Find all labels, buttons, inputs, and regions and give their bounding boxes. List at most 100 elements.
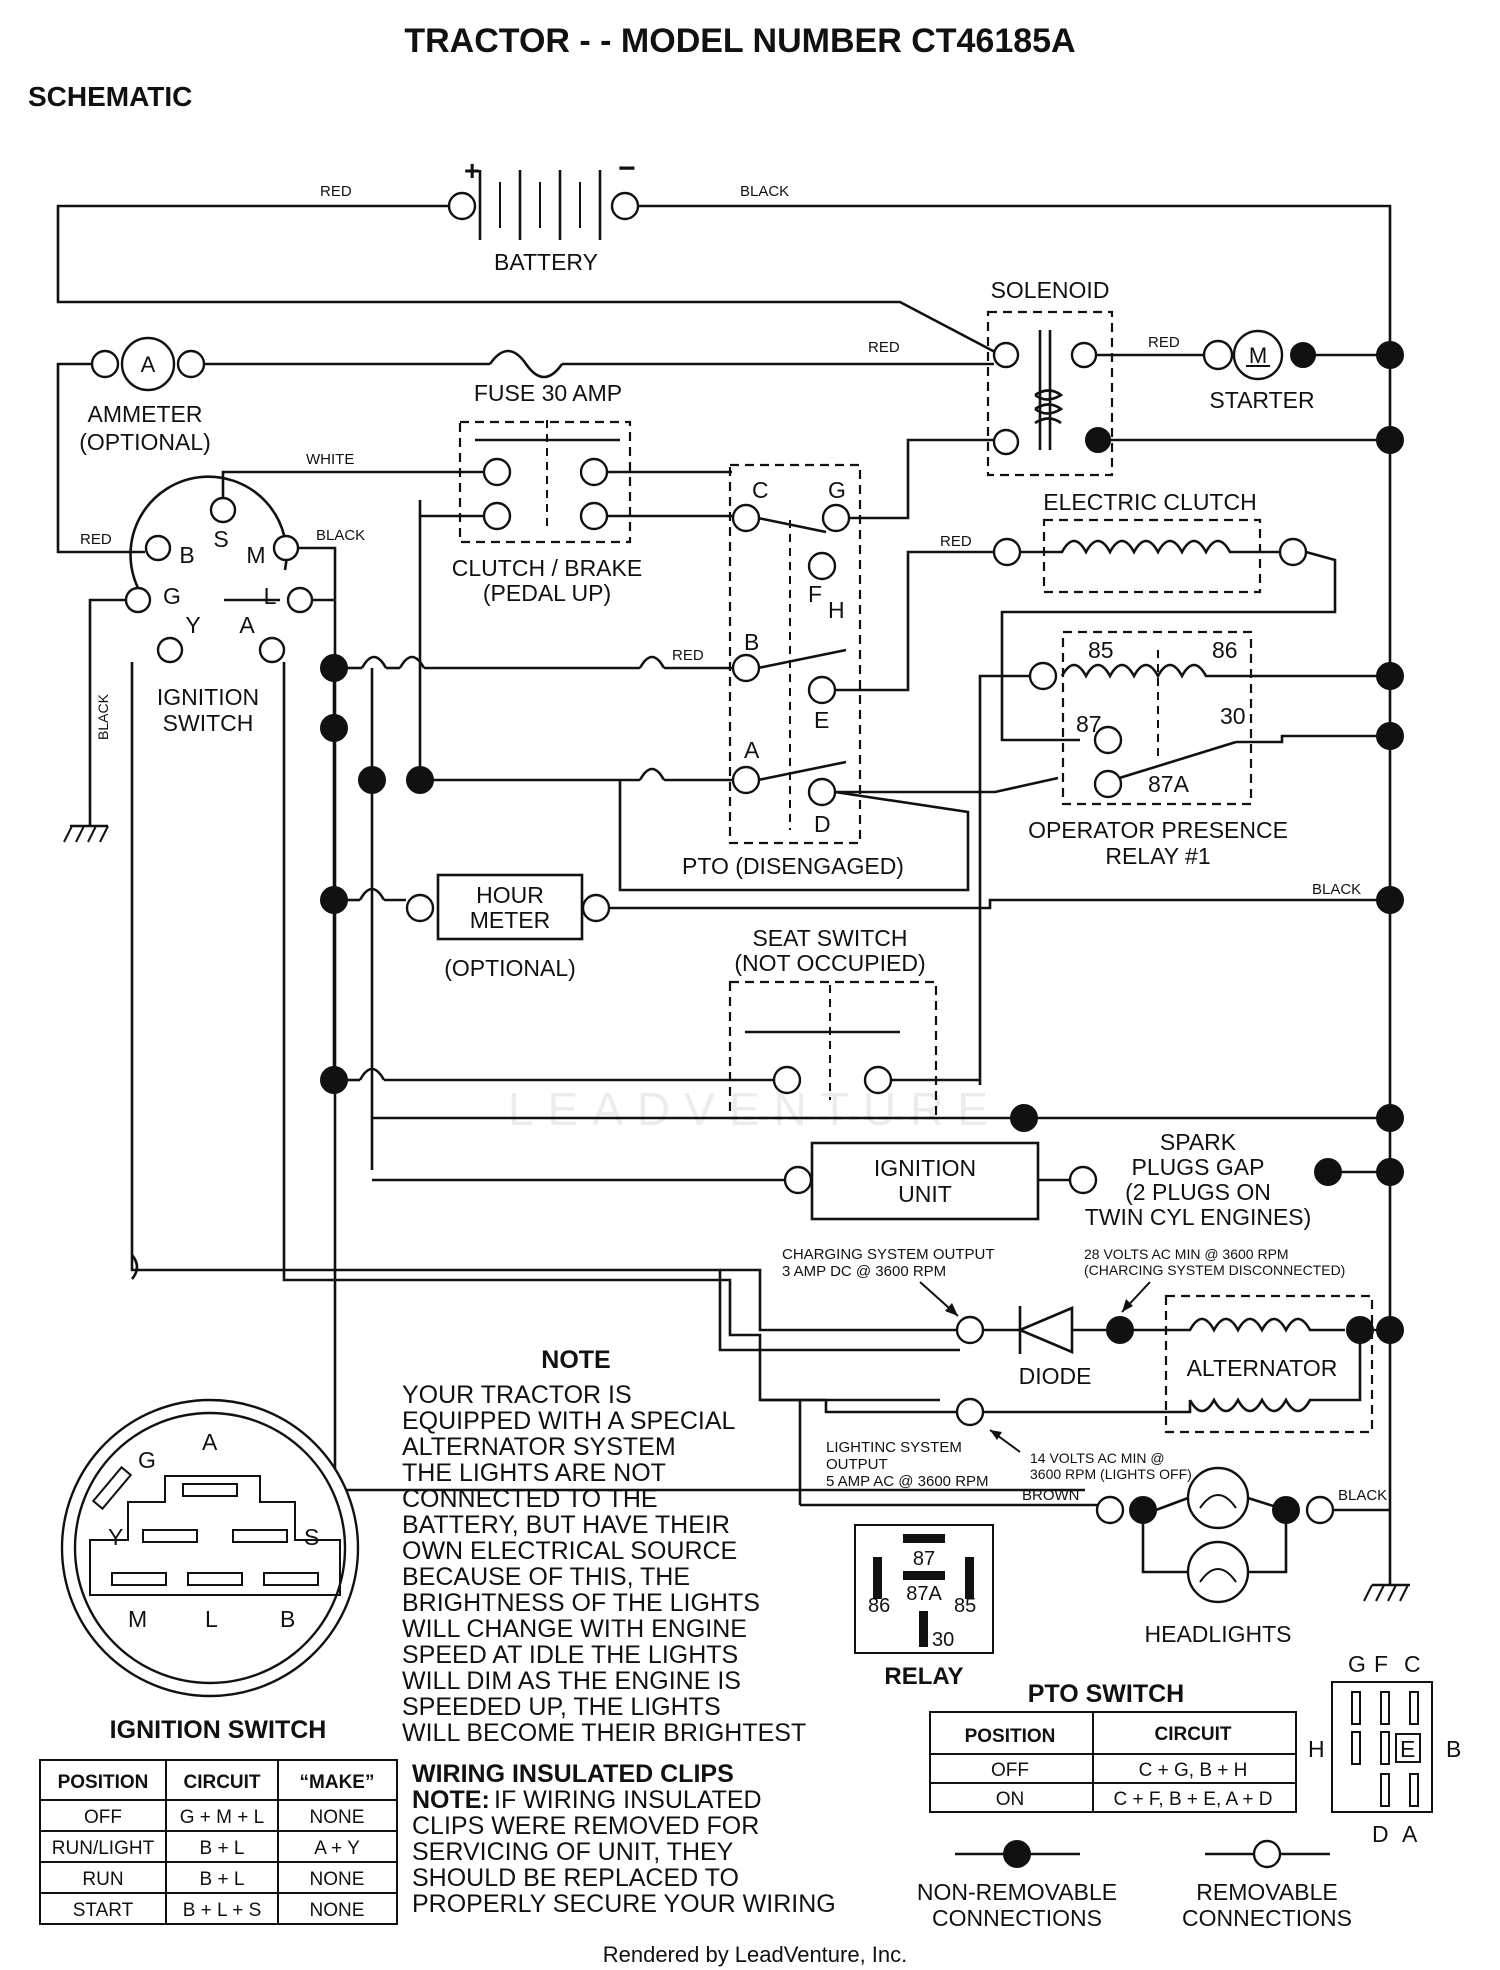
legend-removable-1: REMOVABLE (1196, 1879, 1337, 1905)
note-heading: NOTE (541, 1346, 610, 1374)
relay-title: RELAY (884, 1663, 963, 1690)
legend-non-removable: NON-REMOVABLE CONNECTIONS (917, 1840, 1117, 1931)
volts28-2: (CHARCING SYSTEM DISCONNECTED) (1084, 1262, 1345, 1278)
clutch-brake-label: CLUTCH / BRAKE (452, 555, 642, 581)
ammeter-optional: (OPTIONAL) (79, 429, 211, 455)
seat-switch: SEAT SWITCH (NOT OCCUPIED) (728, 925, 938, 1120)
clutch-brake-switch: CLUTCH / BRAKE (PEDAL UP) (452, 420, 642, 606)
seat-switch-label: SEAT SWITCH (752, 925, 907, 951)
volts14-1: 14 VOLTS AC MIN @ (1030, 1450, 1165, 1466)
pto-terminal-D: D (814, 811, 831, 837)
ign-th-make: “MAKE” (300, 1772, 375, 1793)
clutch-wire-red: RED (940, 533, 972, 550)
hour-meter (436, 873, 584, 941)
pto-terminal-F: F (808, 581, 822, 607)
clips-line: SHOULD BE REPLACED TO (412, 1864, 739, 1892)
battery: + − BATTERY (464, 152, 636, 275)
ign-terminal-G: G (163, 583, 181, 609)
note-line: EQUIPPED WITH A SPECIAL (402, 1407, 736, 1435)
note-line: SPEEDED UP, THE LIGHTS (402, 1693, 721, 1721)
clips-line: PROPERLY SECURE YOUR WIRING (412, 1890, 836, 1918)
ign-cell: A + Y (314, 1838, 360, 1859)
hour-meter-label-2: METER (470, 907, 551, 933)
pto-cell: OFF (991, 1760, 1029, 1781)
battery-plus-sign: + (464, 155, 480, 186)
pto-terminal-A: A (744, 737, 760, 763)
clips-line: CLIPS WERE REMOVED FOR (412, 1812, 759, 1840)
spark-label-4: TWIN CYL ENGINES) (1085, 1204, 1312, 1230)
pto-th-position: POSITION (965, 1726, 1056, 1747)
clutch-brake-label-2: (PEDAL UP) (483, 580, 611, 606)
starter-symbol: M (1249, 343, 1267, 368)
watermark: LEADVENTURE (508, 1083, 1002, 1135)
brown-wire-label: BROWN (1022, 1487, 1080, 1504)
face-A: A (202, 1429, 218, 1455)
relay-diag-87: 87 (913, 1548, 935, 1570)
hour-meter-optional: (OPTIONAL) (444, 955, 576, 981)
ign-cell: NONE (310, 1900, 365, 1921)
ptod-F: F (1374, 1651, 1388, 1677)
note-line: BATTERY, BUT HAVE THEIR (402, 1511, 730, 1539)
face-S: S (304, 1524, 319, 1550)
relay-diag-86: 86 (868, 1595, 890, 1617)
page-subtitle: SCHEMATIC (28, 81, 192, 112)
battery-label: BATTERY (494, 249, 598, 275)
ptod-E: E (1400, 1736, 1415, 1762)
pto-switch-diagram: G F C E H B D A (1308, 1651, 1461, 1847)
ignition-unit-label-2: UNIT (898, 1181, 952, 1207)
clips-note-label: NOTE: (412, 1786, 490, 1814)
ign-terminal-B: B (179, 542, 194, 568)
relay-terminal-30: 30 (1220, 703, 1246, 729)
fuse-label: FUSE 30 AMP (474, 380, 622, 406)
ign-cell: B + L (200, 1869, 245, 1890)
note-line: BRIGHTNESS OF THE LIGHTS (402, 1589, 760, 1617)
note-line: SPEED AT IDLE THE LIGHTS (402, 1641, 738, 1669)
ptod-A: A (1402, 1821, 1418, 1847)
legend-non-removable-2: CONNECTIONS (932, 1905, 1102, 1931)
ign-wire-red: RED (80, 531, 112, 548)
clips-body: IF WIRING INSULATED CLIPS WERE REMOVED F… (412, 1786, 836, 1918)
ign-terminal-A: A (239, 612, 255, 638)
page-title: TRACTOR - - MODEL NUMBER CT46185A (404, 22, 1075, 60)
alternator: ALTERNATOR (1133, 1294, 1374, 1434)
legend-removable-2: CONNECTIONS (1182, 1905, 1352, 1931)
electric-clutch: ELECTRIC CLUTCH (1020, 489, 1280, 594)
volts28-1: 28 VOLTS AC MIN @ 3600 RPM (1084, 1246, 1289, 1262)
ptod-H: H (1308, 1736, 1325, 1762)
volts14-2: 3600 RPM (LIGHTS OFF) (1030, 1466, 1192, 1482)
pto-th-circuit: CIRCUIT (1154, 1724, 1231, 1745)
hour-meter-label: HOUR (476, 882, 544, 908)
ammeter-symbol: A (141, 352, 156, 377)
clips-heading: WIRING INSULATED CLIPS (412, 1760, 734, 1788)
ignition-switch-label: IGNITION (157, 684, 259, 710)
ignition-switch: S B M G L Y A IGNITION SWITCH (124, 475, 314, 736)
ignition-unit (810, 1141, 1040, 1221)
wire-label-red: RED (320, 183, 352, 200)
ign-cell: B + L (200, 1838, 245, 1859)
relay-diag-30: 30 (932, 1629, 954, 1651)
wire-label-white: WHITE (306, 451, 354, 468)
alternator-label: ALTERNATOR (1187, 1355, 1338, 1381)
ign-cell: START (73, 1900, 134, 1921)
relay-diag-87A: 87A (906, 1583, 942, 1605)
lighting-output-3: 5 AMP AC @ 3600 RPM (826, 1473, 989, 1490)
solenoid-label: SOLENOID (991, 277, 1110, 303)
ignition-switch-label-2: SWITCH (163, 710, 254, 736)
pto-terminal-G: G (828, 477, 846, 503)
pto-table: POSITION CIRCUIT OFF C + G, B + H ON C +… (929, 1711, 1297, 1813)
clips-line: IF WIRING INSULATED (494, 1786, 762, 1814)
pto-switch: C G F H B E A D PTO (DISENGAGED) (682, 463, 904, 879)
note-line: OWN ELECTRICAL SOURCE (402, 1537, 737, 1565)
ign-terminal-S: S (213, 526, 228, 552)
ptod-D: D (1372, 1821, 1389, 1847)
pto-label: PTO (DISENGAGED) (682, 853, 904, 879)
ptod-C: C (1404, 1651, 1421, 1677)
note-line: WILL CHANGE WITH ENGINE (402, 1615, 747, 1643)
operator-presence-relay: 85 86 87 30 87A OPERATOR PRESENCE RELAY … (1028, 630, 1288, 869)
opr-label-2: RELAY #1 (1105, 843, 1210, 869)
note-line: THE LIGHTS ARE NOT (402, 1459, 666, 1487)
ign-th-circuit: CIRCUIT (183, 1772, 260, 1793)
ignition-unit-label: IGNITION (874, 1155, 976, 1181)
ign-wire-black: BLACK (316, 527, 365, 544)
note-body: YOUR TRACTOR IS EQUIPPED WITH A SPECIAL … (402, 1381, 806, 1747)
